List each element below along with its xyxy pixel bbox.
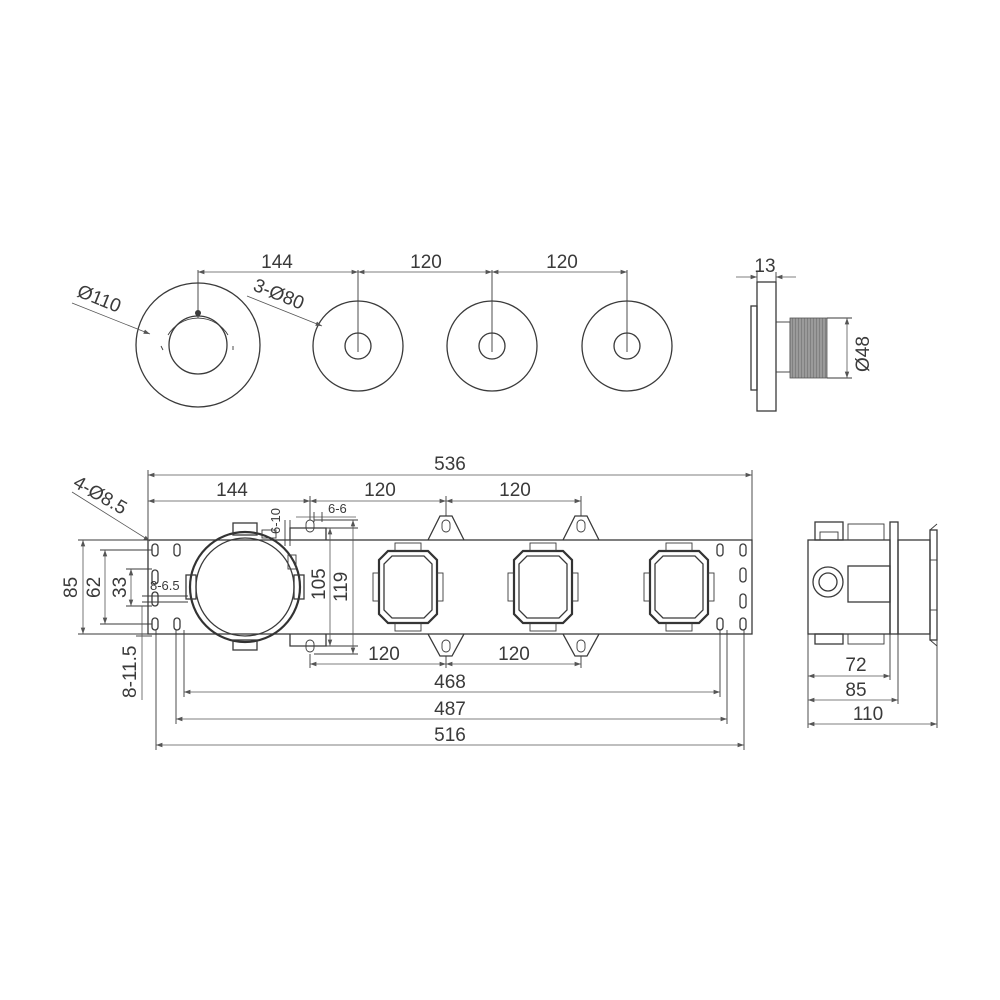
side-inlet-nut — [812, 566, 844, 598]
height-62-label: 62 — [84, 577, 105, 598]
width-516-label: 516 — [434, 725, 466, 746]
width-468-label: 468 — [434, 672, 466, 693]
depth-85-label: 85 — [845, 680, 866, 701]
box-front-view: 536 144 120 120 4-Ø8.5 6-10 6-6 105 119 — [61, 454, 753, 750]
slot-b-label: 6-6 — [328, 501, 347, 516]
slot-c-label: 8-6.5 — [150, 578, 180, 593]
diverter-housing-3 — [643, 542, 715, 632]
front-spacing-second: 120 — [410, 252, 442, 273]
box-spacing-second: 120 — [364, 480, 396, 501]
bottom-spacing-b-label: 120 — [498, 644, 530, 665]
cartridge-diameter-label: Ø48 — [853, 336, 874, 372]
overall-width-label: 536 — [434, 454, 466, 475]
height-33-label: 33 — [110, 577, 131, 598]
height-105-label: 105 — [309, 568, 330, 600]
bottom-spacing-a-label: 120 — [368, 644, 400, 665]
main-temperature-arc — [167, 317, 229, 336]
front-view: 144 120 120 Ø110 3-Ø80 — [71, 252, 673, 408]
thickness-label: 13 — [754, 256, 775, 277]
slot-d-label: 8-11.5 — [120, 646, 141, 698]
right-mounting-holes — [716, 543, 747, 631]
mounting-bar — [147, 539, 753, 635]
side-view-top: 13 Ø48 — [736, 256, 874, 412]
small-plate-2 — [446, 270, 538, 392]
depth-72-label: 72 — [845, 655, 866, 676]
front-spacing-third: 120 — [546, 252, 578, 273]
box-spacing-third: 120 — [499, 480, 531, 501]
box-spacing-first: 144 — [216, 480, 248, 501]
depth-110-label: 110 — [853, 704, 883, 725]
width-487-label: 487 — [434, 699, 466, 720]
small-plate-1 — [312, 270, 404, 392]
height-85-label: 85 — [61, 577, 82, 598]
small-plate-3 — [581, 270, 673, 392]
thermostat-housing — [185, 522, 305, 651]
height-119-label: 119 — [331, 572, 352, 602]
front-spacing-first: 144 — [261, 252, 293, 273]
diverter-housing-1 — [372, 542, 444, 632]
diverter-housing-2 — [507, 542, 579, 632]
box-side-view: 72 85 110 — [807, 521, 938, 728]
knurled-cartridge — [789, 317, 828, 379]
main-diameter-label: Ø110 — [74, 281, 124, 317]
slot-a-label: 6-10 — [268, 508, 283, 534]
